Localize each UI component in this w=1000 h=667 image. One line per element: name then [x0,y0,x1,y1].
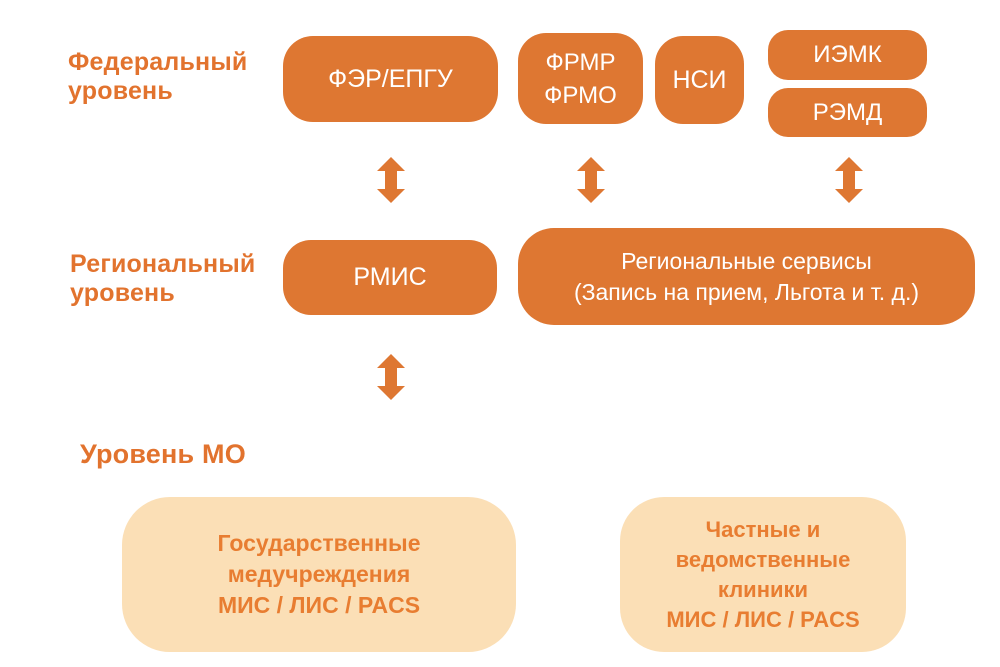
regional-level-label: Региональный уровень [70,250,256,307]
double-arrow-icon [835,157,863,203]
box-private-clinics: Частные и ведомственные клиники МИС / ЛИ… [620,497,906,652]
box-frmr-frmo: ФРМР ФРМО [518,33,643,124]
box-rmis: РМИС [283,240,497,315]
double-arrow-icon [377,354,405,400]
box-state-medical-institutions: Государственные медучреждения МИС / ЛИС … [122,497,516,652]
box-remd: РЭМД [768,88,927,137]
box-fer-epgu: ФЭР/ЕПГУ [283,36,498,122]
double-arrow-icon [577,157,605,203]
box-regional-services: Региональные сервисы (Запись на прием, Л… [518,228,975,325]
double-arrow-icon [377,157,405,203]
box-nsi: НСИ [655,36,744,124]
box-iemk: ИЭМК [768,30,927,80]
mo-level-label: Уровень МО [80,439,246,469]
federal-level-label: Федеральный уровень [68,48,248,105]
